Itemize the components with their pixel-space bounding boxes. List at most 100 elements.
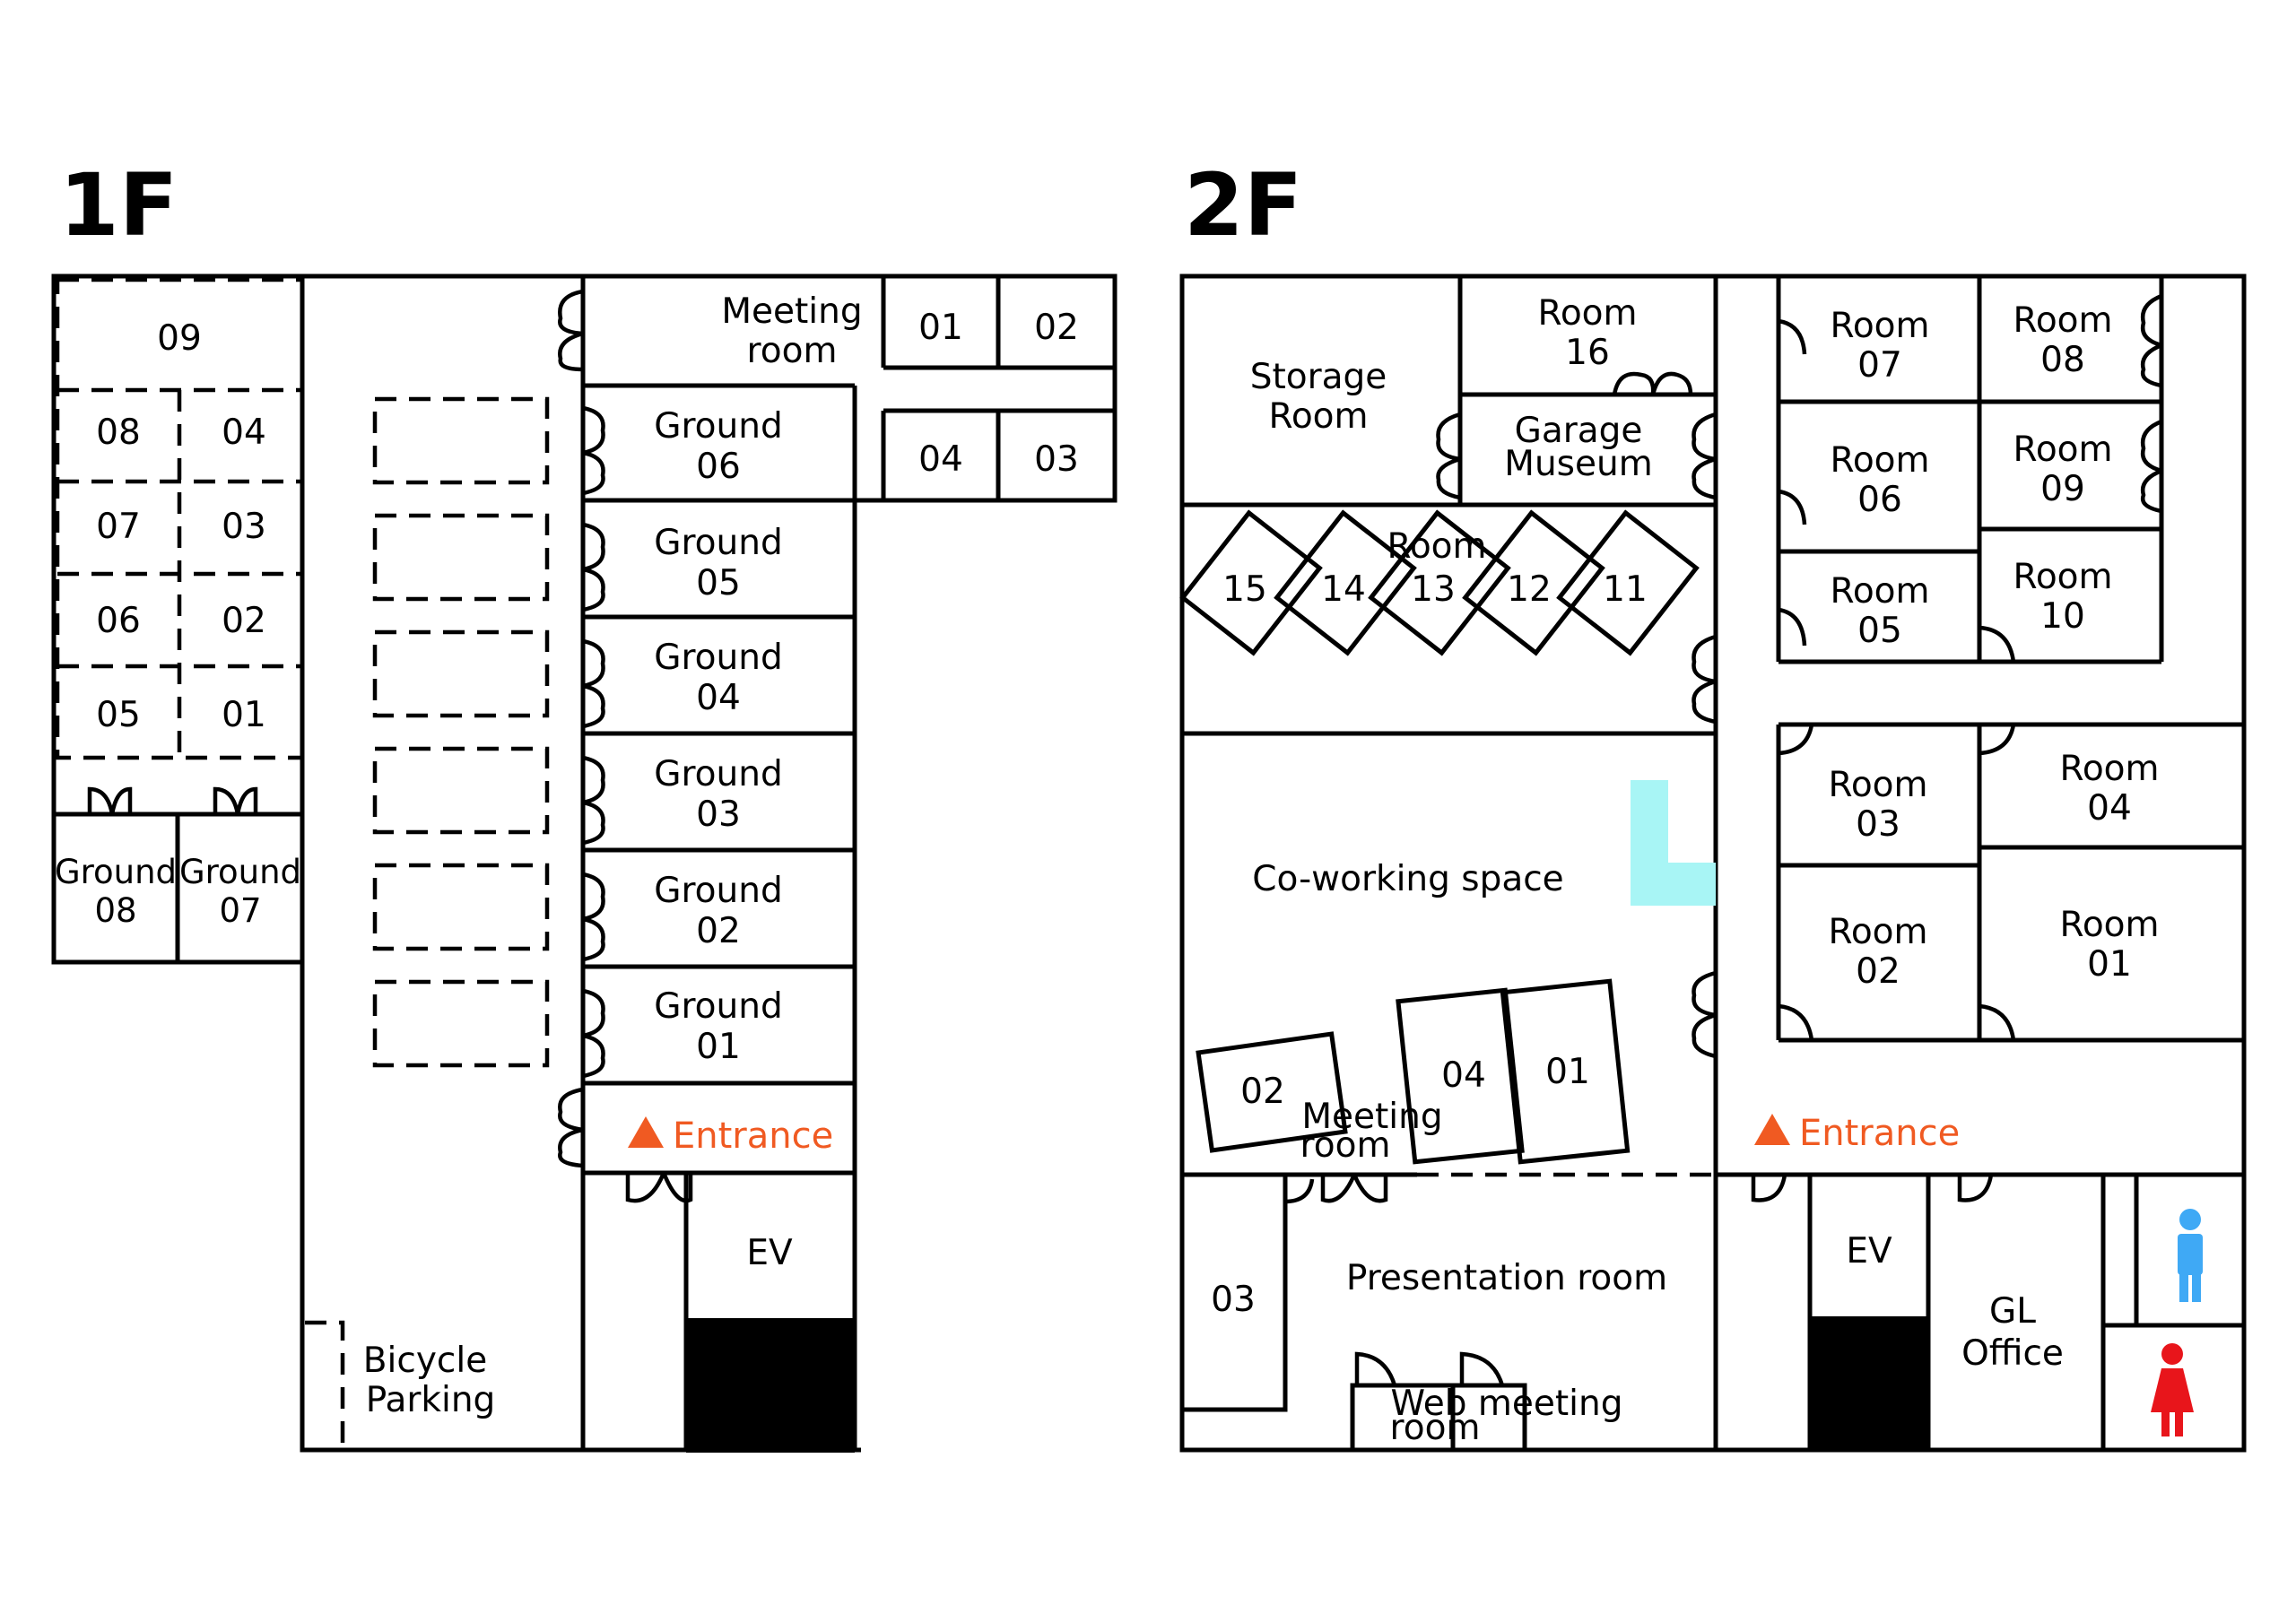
2f-highlight-area	[1631, 780, 1716, 906]
floor-2f-title: 2F	[1184, 155, 1302, 256]
svg-text:16: 16	[1565, 333, 1610, 373]
1f-wall-left-top	[51, 273, 583, 814]
svg-text:Ground: Ground	[179, 853, 301, 891]
svg-text:Room: Room	[2013, 300, 2112, 341]
entrance-triangle-icon	[1754, 1114, 1790, 1145]
svg-text:11: 11	[1603, 569, 1648, 610]
svg-text:07: 07	[1857, 345, 1902, 386]
woman-restroom-icon	[2151, 1343, 2194, 1436]
svg-text:Museum: Museum	[1504, 444, 1652, 484]
svg-text:Ground: Ground	[654, 406, 782, 447]
floor-2f: Storage Room Room 16 Garage Museum Room …	[1179, 273, 2247, 1453]
svg-text:08: 08	[2040, 340, 2085, 380]
2f-coworking-label: Co-working space	[1252, 859, 1563, 899]
svg-text:Ground: Ground	[654, 523, 782, 563]
svg-text:01: 01	[696, 1027, 741, 1067]
1f-ev-shaft	[686, 1318, 855, 1453]
svg-text:01: 01	[2087, 944, 2132, 985]
1f-room-doors	[558, 289, 693, 1203]
1f-bicycle-area	[305, 1320, 345, 1450]
svg-text:Room: Room	[1830, 440, 1929, 481]
svg-text:EV: EV	[746, 1233, 793, 1273]
svg-text:02: 02	[1240, 1072, 1285, 1112]
svg-text:room: room	[1390, 1408, 1481, 1448]
svg-text:Room: Room	[1828, 765, 1927, 805]
svg-text:Bicycle: Bicycle	[363, 1341, 487, 1381]
svg-text:08: 08	[94, 891, 136, 930]
svg-text:GL: GL	[1989, 1291, 2036, 1332]
2f-room-doors	[1776, 293, 2162, 1041]
svg-text:Room: Room	[1268, 396, 1368, 437]
svg-text:04: 04	[222, 412, 266, 453]
svg-text:07: 07	[96, 507, 141, 547]
svg-text:07: 07	[219, 891, 261, 930]
svg-text:EV: EV	[1846, 1231, 1892, 1271]
svg-text:08: 08	[96, 412, 141, 453]
svg-text:Ground: Ground	[55, 853, 177, 891]
svg-text:14: 14	[1321, 569, 1366, 610]
2f-booths	[1179, 509, 1700, 656]
svg-text:02: 02	[1034, 308, 1079, 348]
svg-text:Room: Room	[1830, 571, 1929, 612]
svg-text:06: 06	[96, 601, 141, 641]
svg-text:03: 03	[1034, 439, 1079, 480]
svg-text:09: 09	[2040, 469, 2085, 509]
1f-entrance-label: Entrance	[673, 1115, 833, 1157]
floor-1f: 09 08 04 07 03 06 02 05 01 Ground 08 Gro…	[51, 273, 1118, 1453]
svg-text:04: 04	[2087, 788, 2132, 829]
svg-text:06: 06	[696, 447, 741, 487]
svg-text:Ground: Ground	[654, 871, 782, 911]
svg-text:04: 04	[696, 678, 741, 718]
svg-text:01: 01	[918, 308, 963, 348]
svg-text:Room: Room	[2013, 557, 2112, 597]
svg-text:03: 03	[1211, 1280, 1256, 1320]
svg-text:01: 01	[222, 695, 266, 735]
svg-text:03: 03	[1856, 804, 1900, 845]
svg-text:13: 13	[1411, 569, 1456, 610]
svg-text:12: 12	[1507, 569, 1552, 610]
svg-text:Garage: Garage	[1515, 411, 1643, 451]
svg-text:03: 03	[222, 507, 266, 547]
svg-text:room: room	[1300, 1125, 1391, 1166]
1f-rental-grid	[55, 277, 305, 760]
svg-text:10: 10	[2040, 596, 2085, 637]
svg-text:06: 06	[1857, 480, 1902, 520]
svg-text:Ground: Ground	[654, 754, 782, 794]
svg-text:02: 02	[696, 911, 741, 951]
2f-entrance-label: Entrance	[1799, 1113, 1960, 1154]
svg-text:Room: Room	[2059, 749, 2159, 789]
2f-ev-shaft	[1810, 1316, 1928, 1451]
svg-text:Parking: Parking	[366, 1380, 496, 1420]
man-restroom-icon	[2178, 1209, 2203, 1302]
svg-text:Room: Room	[1537, 293, 1637, 334]
svg-text:Meeting: Meeting	[721, 291, 862, 332]
svg-text:03: 03	[696, 794, 741, 835]
svg-text:05: 05	[1857, 611, 1902, 651]
svg-text:room: room	[747, 331, 838, 371]
svg-text:Ground: Ground	[654, 638, 782, 678]
svg-text:Room: Room	[2013, 430, 2112, 470]
1f-parking-slots	[372, 396, 550, 1068]
svg-text:Room: Room	[1828, 912, 1927, 952]
svg-text:Room: Room	[2059, 905, 2159, 945]
svg-text:15: 15	[1222, 569, 1267, 610]
2f-meeting-pods	[1196, 978, 1631, 1165]
1f-ground0807-doors	[87, 786, 258, 962]
svg-text:04: 04	[918, 439, 963, 480]
svg-text:Room: Room	[1387, 526, 1486, 567]
svg-text:09: 09	[157, 318, 202, 359]
svg-text:01: 01	[1545, 1052, 1590, 1092]
svg-text:Storage: Storage	[1250, 357, 1387, 397]
floor-1f-title: 1F	[59, 155, 178, 256]
svg-text:Web meeting: Web meeting	[1390, 1384, 1622, 1424]
svg-text:Meeting: Meeting	[1301, 1097, 1442, 1137]
svg-text:Presentation room: Presentation room	[1346, 1258, 1667, 1298]
svg-text:05: 05	[96, 695, 141, 735]
svg-text:02: 02	[222, 601, 266, 641]
svg-text:Ground: Ground	[654, 986, 782, 1027]
svg-text:04: 04	[1441, 1055, 1486, 1096]
svg-text:Office: Office	[1961, 1333, 2064, 1374]
entrance-triangle-icon	[628, 1116, 664, 1148]
svg-text:05: 05	[696, 563, 741, 603]
